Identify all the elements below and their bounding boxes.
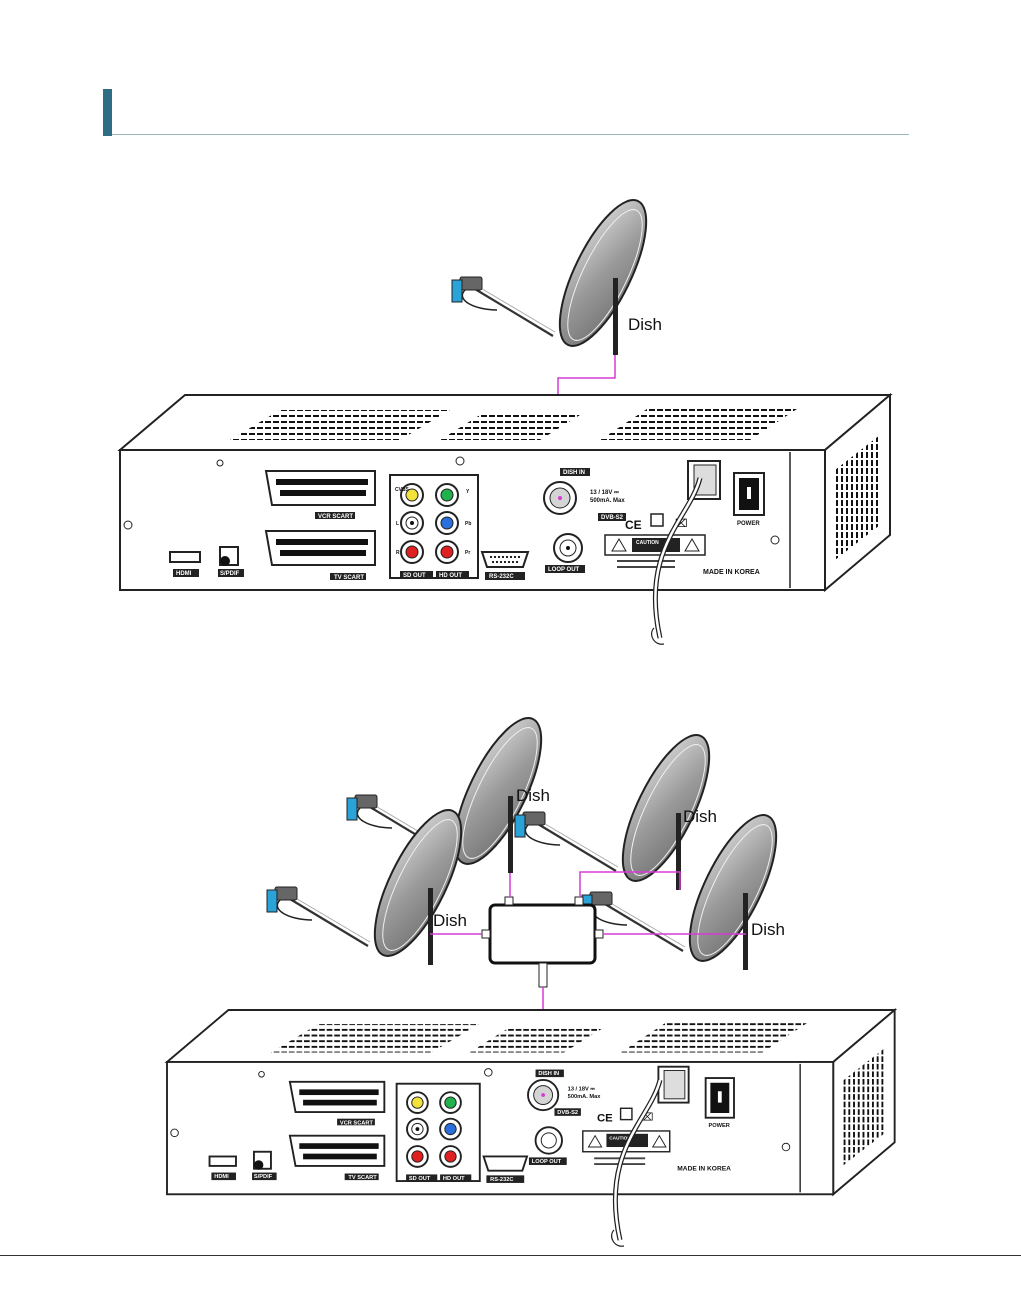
rs232c-port <box>480 551 530 568</box>
rca-pb <box>435 511 459 535</box>
section-title-rule <box>112 134 909 135</box>
rca-y <box>435 483 459 507</box>
tv-scart-label: TV SCART <box>334 575 364 581</box>
tv-scart-port <box>264 530 376 566</box>
sd-out-label: SD OUT <box>403 573 426 579</box>
hd-out-label-2: HD OUT <box>443 1176 465 1182</box>
dvbs2-label: DVB-S2 <box>601 515 624 521</box>
lnb-power-2-line2: 500mA. Max <box>568 1094 602 1100</box>
rca-audio-r <box>400 540 424 564</box>
lnb-power-line2: 500mA. Max <box>590 498 625 504</box>
vcr-scart-port <box>288 1080 386 1114</box>
rs232c-label: RS-232C <box>489 574 514 580</box>
pb-label: Pb <box>465 521 471 527</box>
ce-mark-2: CE <box>597 1113 613 1125</box>
double-insulation-icon <box>650 513 664 527</box>
sd-out-label-2: SD OUT <box>409 1176 431 1182</box>
rca-audio-l <box>400 511 424 535</box>
vcr-scart-label-2: VCR SCART <box>340 1120 374 1126</box>
hdmi-label-2: HDMI <box>214 1174 229 1180</box>
top-receiver: VCR SCART TV SCART HDMI S/PDIF CVBS L R … <box>119 394 891 591</box>
pr-label: Pr <box>465 550 470 556</box>
loop-out-port <box>553 533 583 563</box>
hdmi-port <box>169 551 201 563</box>
spdif-label-2: S/PDIF <box>254 1174 273 1180</box>
rs232c-tag <box>485 572 525 580</box>
power-label-2: POWER <box>708 1123 729 1129</box>
hdmi-tag <box>173 569 199 577</box>
dvbs2-label-2: DVB-S2 <box>557 1110 578 1116</box>
bottom-dish-3 <box>265 797 480 969</box>
tv-scart-tag <box>330 573 366 580</box>
bottom-dish-1-label: Dish <box>516 786 550 805</box>
dish-in-port <box>543 481 577 515</box>
spdif-label: S/PDIF <box>220 571 240 577</box>
power-label: POWER <box>737 521 760 527</box>
hd-out-tag <box>436 571 469 579</box>
bottom-dish-3-label: Dish <box>433 911 467 930</box>
loop-out-label: LOOP OUT <box>548 567 580 573</box>
diseqc-switch-box <box>481 896 604 988</box>
tv-scart-label-2: TV SCART <box>348 1175 377 1181</box>
vcr-scart-tag <box>315 512 355 519</box>
lnb-power-line1: 13 / 18V ⎓ <box>590 490 619 496</box>
made-in-label: MADE IN KOREA <box>703 569 760 576</box>
made-in-label-2: MADE IN KOREA <box>677 1166 731 1173</box>
page-footer-rule <box>0 1255 1021 1256</box>
bottom-dish-2-label: Dish <box>683 807 717 826</box>
hdmi-label: HDMI <box>176 571 192 577</box>
weee-bin-icon-2: ⌧ <box>641 1112 653 1124</box>
caution-text-2: CAUTION <box>609 1135 631 1141</box>
bottom-dish-4-label: Dish <box>751 920 785 939</box>
sd-out-tag <box>400 571 433 579</box>
bottom-receiver: VCR SCART TV SCART HDMI S/PDIF SD OUT HD… <box>166 1009 896 1196</box>
dvbs2-tag <box>598 513 626 521</box>
rca-pr <box>435 540 459 564</box>
power-switch <box>733 472 765 516</box>
top-dish-label: Dish <box>628 315 662 334</box>
loop-out-label-2: LOOP OUT <box>532 1159 562 1165</box>
ce-mark: CE <box>625 518 642 532</box>
dish-in-label-2: DISH IN <box>538 1071 559 1077</box>
dish-in-label: DISH IN <box>563 470 585 476</box>
caution-text: CAUTION <box>636 540 659 546</box>
y-label: Y <box>466 489 470 495</box>
dish-in-tag <box>560 468 590 476</box>
cvbs-label: CVBS <box>395 487 410 493</box>
tv-scart-port <box>288 1134 386 1167</box>
lnb-power-2-line1: 13 / 18V ⎓ <box>568 1086 596 1092</box>
spdif-tag <box>218 569 244 577</box>
audio-l-label: L <box>396 521 399 527</box>
hd-out-label: HD OUT <box>439 573 462 579</box>
rs232c-label-2: RS-232C <box>490 1177 513 1183</box>
section-title-bar <box>103 89 112 136</box>
vcr-scart-port <box>264 470 376 506</box>
loop-out-tag <box>545 565 585 573</box>
vcr-scart-label: VCR SCART <box>318 514 353 520</box>
rca-cvbs <box>400 483 424 507</box>
audio-r-label: R <box>396 550 400 556</box>
